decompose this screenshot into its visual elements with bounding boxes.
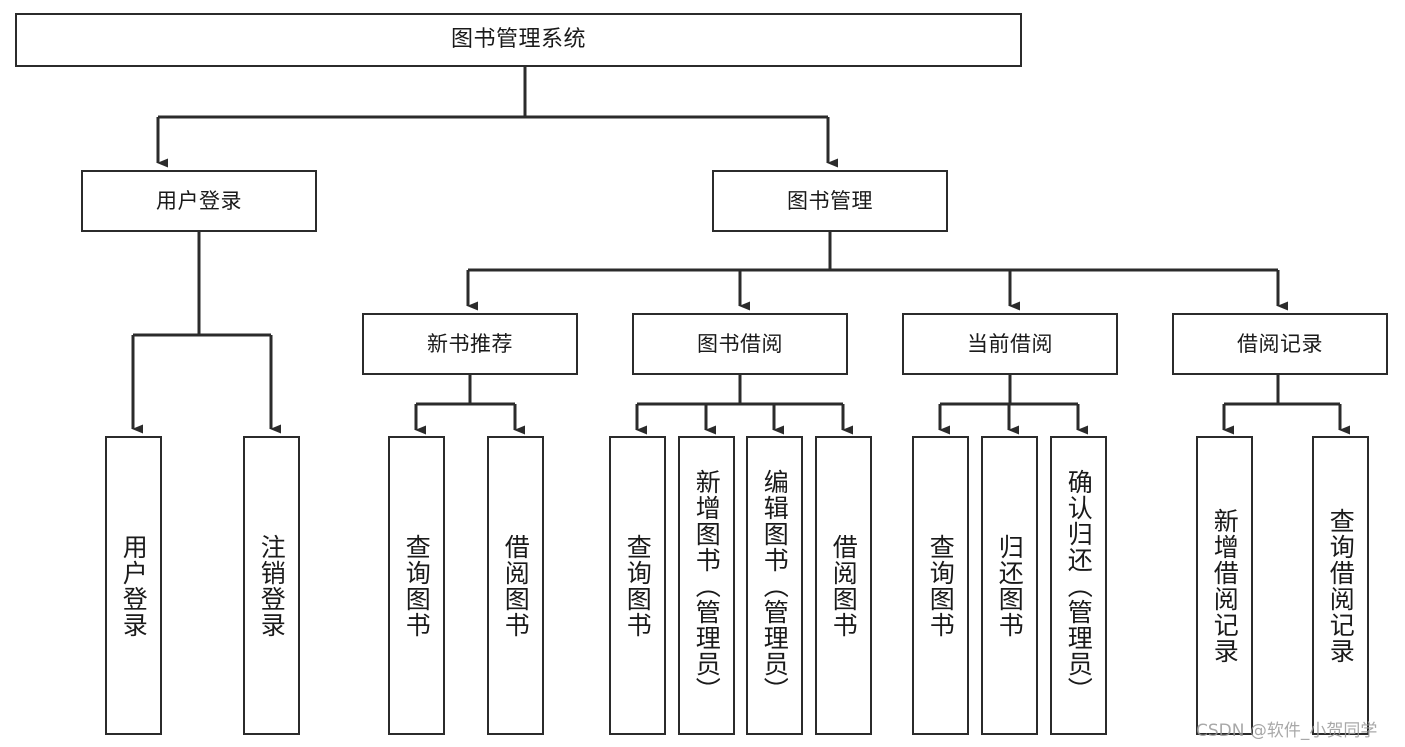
leaf-borrow-borrow-book-label: 借阅图书: [829, 533, 859, 638]
node-current-borrow[interactable]: 当前借阅: [902, 313, 1118, 375]
node-new-book-recommend-label: 新书推荐: [427, 331, 513, 356]
leaf-borrow-add-book-label: 新增图书（管理员）: [692, 468, 722, 703]
node-user-login[interactable]: 用户登录: [81, 170, 317, 232]
leaf-current-confirm-return[interactable]: 确认归还（管理员）: [1050, 436, 1107, 735]
leaf-borrow-query-book-label: 查询图书: [623, 533, 653, 638]
node-book-borrow[interactable]: 图书借阅: [632, 313, 848, 375]
leaf-borrow-edit-book-label: 编辑图书（管理员）: [760, 468, 790, 703]
leaf-borrow-add-book[interactable]: 新增图书（管理员）: [678, 436, 735, 735]
leaf-current-query-book-label: 查询图书: [926, 533, 956, 638]
leaf-current-return-book[interactable]: 归还图书: [981, 436, 1038, 735]
leaf-record-add-record-label: 新增借阅记录: [1210, 507, 1240, 664]
leaf-recommend-borrow-book[interactable]: 借阅图书: [487, 436, 544, 735]
leaf-record-query-record[interactable]: 查询借阅记录: [1312, 436, 1369, 735]
node-borrow-record-label: 借阅记录: [1237, 331, 1323, 356]
leaf-borrow-borrow-book[interactable]: 借阅图书: [815, 436, 872, 735]
leaf-current-return-book-label: 归还图书: [995, 533, 1025, 638]
leaf-user-login-login[interactable]: 用户登录: [105, 436, 162, 735]
leaf-borrow-edit-book[interactable]: 编辑图书（管理员）: [746, 436, 803, 735]
leaf-user-login-logout-label: 注销登录: [257, 533, 287, 638]
node-book-management-label: 图书管理: [787, 188, 873, 213]
csdn-watermark: CSDN @软件_小贺同学: [1196, 721, 1378, 741]
node-new-book-recommend[interactable]: 新书推荐: [362, 313, 578, 375]
leaf-current-query-book[interactable]: 查询图书: [912, 436, 969, 735]
leaf-recommend-borrow-book-label: 借阅图书: [501, 533, 531, 638]
node-user-login-label: 用户登录: [156, 188, 242, 213]
leaf-record-query-record-label: 查询借阅记录: [1326, 507, 1356, 664]
leaf-user-login-login-label: 用户登录: [119, 533, 149, 638]
node-root[interactable]: 图书管理系统: [15, 13, 1022, 67]
node-book-borrow-label: 图书借阅: [697, 331, 783, 356]
node-book-management[interactable]: 图书管理: [712, 170, 948, 232]
leaf-borrow-query-book[interactable]: 查询图书: [609, 436, 666, 735]
leaf-record-add-record[interactable]: 新增借阅记录: [1196, 436, 1253, 735]
node-current-borrow-label: 当前借阅: [967, 331, 1053, 356]
node-root-label: 图书管理系统: [450, 27, 586, 53]
leaf-user-login-logout[interactable]: 注销登录: [243, 436, 300, 735]
leaf-current-confirm-return-label: 确认归还（管理员）: [1064, 468, 1094, 703]
leaf-recommend-query-book[interactable]: 查询图书: [388, 436, 445, 735]
leaf-recommend-query-book-label: 查询图书: [402, 533, 432, 638]
node-borrow-record[interactable]: 借阅记录: [1172, 313, 1388, 375]
